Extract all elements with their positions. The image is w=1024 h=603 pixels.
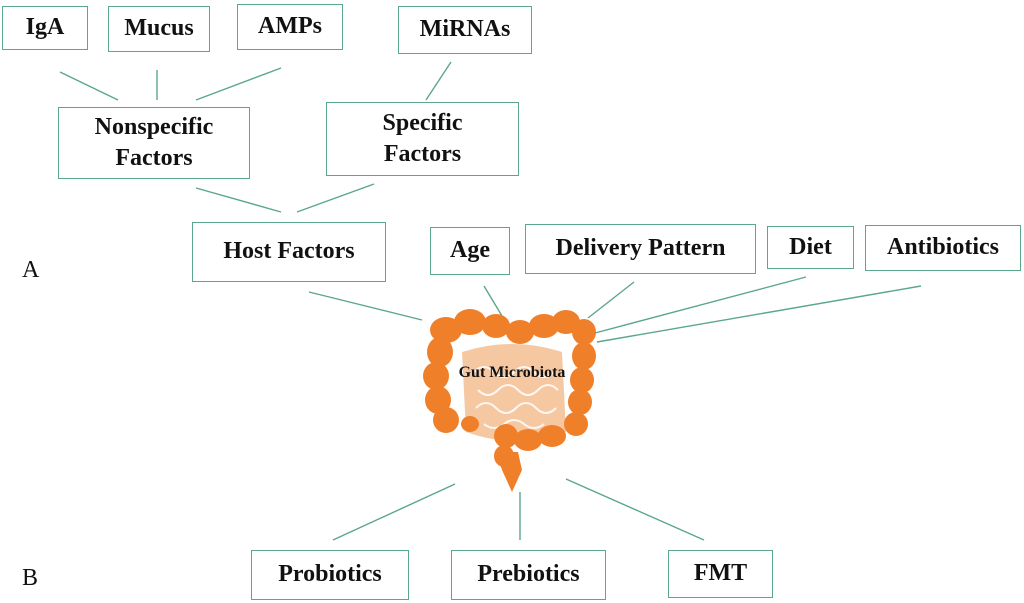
box-specific-factors: Specific Factors (326, 102, 519, 176)
connector-delivery-gut (587, 281, 635, 319)
panel-label-b: B (22, 565, 39, 591)
box-fmt: FMT (668, 550, 773, 598)
connector-specific-host (296, 183, 375, 213)
box-prebiotics: Prebiotics (451, 550, 606, 600)
panel-label-a: A (22, 257, 40, 283)
box-mucus: Mucus (108, 6, 210, 52)
box-probiotics: Probiotics (251, 550, 409, 600)
connector-age-gut (483, 285, 503, 317)
connector-gut-probiotics (332, 483, 456, 541)
box-age: Age (430, 227, 510, 275)
connector-gut-fmt (565, 478, 705, 541)
box-nonspecific-factors: Nonspecific Factors (58, 107, 250, 179)
connector-mirnas-specific (425, 61, 452, 101)
connector-nonspecific-host (195, 187, 282, 213)
box-delivery-pattern: Delivery Pattern (525, 224, 756, 274)
box-host-factors: Host Factors (192, 222, 386, 282)
box-amps: AMPs (237, 4, 343, 50)
connector-antibiotics-gut (596, 285, 922, 343)
box-iga: IgA (2, 6, 88, 50)
box-mirnas: MiRNAs (398, 6, 532, 54)
gut-microbiota-label: Gut Microbiota (459, 364, 566, 381)
connector-diet-gut (594, 276, 807, 334)
connector-iga-nonspecific (59, 71, 119, 101)
box-antibiotics: Antibiotics (865, 225, 1021, 271)
intestine-icon (423, 309, 596, 492)
box-diet: Diet (767, 226, 854, 269)
connector-host-gut (308, 291, 423, 321)
connector-amps-nonspecific (195, 67, 282, 101)
